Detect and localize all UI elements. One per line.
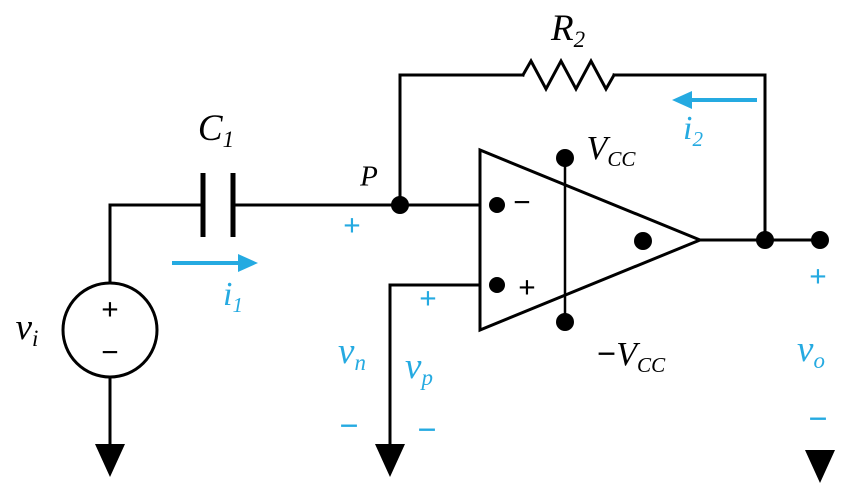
feedback-junction-dot — [756, 231, 774, 249]
opamp-inverting-sign: − — [513, 184, 531, 220]
inverting-input-dot — [489, 197, 505, 213]
vp-label: vp — [405, 345, 433, 391]
noninverting-input-dot — [489, 277, 505, 293]
resistor-label: R2 — [550, 7, 586, 53]
i2-current-arrow-icon — [672, 91, 757, 109]
vo-label: vo — [797, 328, 825, 374]
vp-plus-sign: + — [419, 280, 437, 316]
ground-middle-icon — [375, 444, 405, 477]
output-terminal-dot — [811, 231, 829, 249]
node-p-label: P — [360, 160, 378, 193]
vcc-top-label: VCC — [586, 130, 636, 171]
vi-source-label: vi — [15, 306, 39, 352]
vn-label: vn — [338, 330, 366, 376]
wire-source-to-capacitor — [108, 203, 205, 285]
wire-feedback-right — [612, 73, 767, 242]
source-plus-sign: + — [101, 291, 119, 327]
node-p-dot — [391, 196, 409, 214]
vn-plus-sign: + — [343, 207, 361, 243]
vn-minus-sign: − — [339, 408, 359, 445]
voltage-source-circle — [61, 281, 159, 379]
ground-output-icon — [805, 450, 835, 483]
vo-minus-sign: − — [808, 401, 828, 438]
wire-noninverting-to-ground — [388, 283, 482, 445]
ground-source-icon — [95, 444, 125, 477]
vcc-bottom-label: −VCC — [596, 336, 666, 377]
vp-minus-sign: − — [417, 412, 437, 449]
source-minus-sign: − — [101, 334, 119, 370]
resistor-zigzag — [520, 57, 617, 93]
vcc-top-dot — [556, 149, 574, 167]
vcc-bottom-dot — [556, 313, 574, 331]
i2-current-label: i2 — [683, 110, 703, 151]
vo-plus-sign: + — [809, 258, 827, 294]
i1-current-arrow-icon — [172, 254, 258, 272]
opamp-noninverting-sign: + — [518, 269, 536, 305]
output-internal-dot — [634, 232, 652, 250]
capacitor-label: C1 — [197, 107, 235, 153]
wire-feedback-left — [398, 73, 525, 207]
i1-current-label: i1 — [223, 276, 243, 317]
opamp-triangle — [478, 147, 704, 333]
